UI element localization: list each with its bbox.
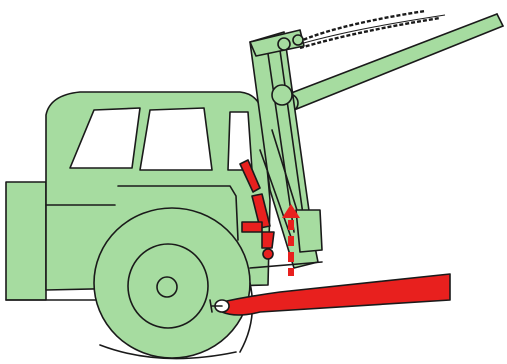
boom-arm (280, 14, 503, 112)
tractor-wheel (94, 208, 252, 359)
cab-window-side (140, 108, 212, 170)
